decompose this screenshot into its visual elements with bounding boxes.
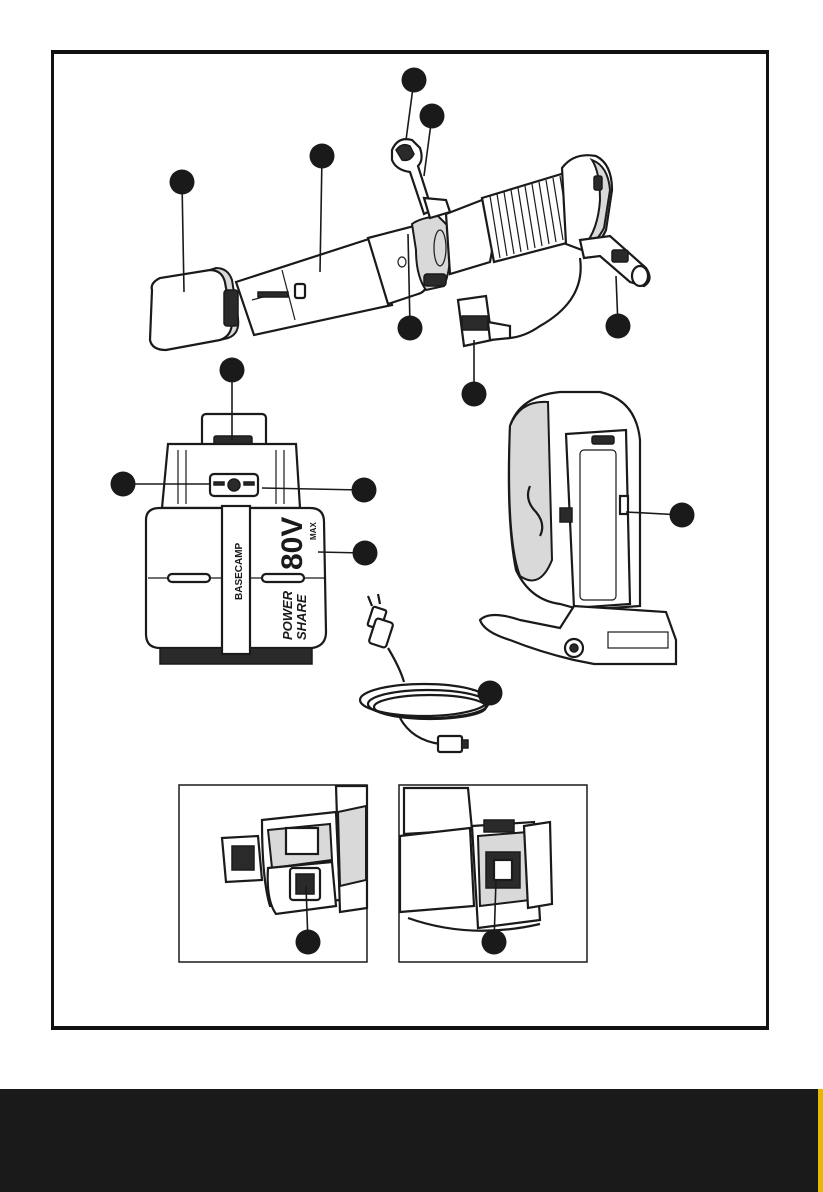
callout-15	[482, 930, 507, 955]
callout-9	[111, 472, 136, 497]
callout-2	[420, 104, 445, 129]
throttle-handle	[392, 139, 450, 218]
callout-8	[220, 358, 245, 383]
side-handle	[580, 236, 650, 286]
backpack-shoulder-strap	[509, 402, 552, 581]
backpack-frame	[480, 392, 676, 664]
battery-line2-label: SHARE	[294, 594, 309, 640]
callout-5	[398, 316, 423, 341]
battery-brand-label: BASECAMP	[234, 542, 245, 600]
callout-11	[353, 541, 378, 566]
nozzle	[150, 268, 238, 350]
straight-tube	[236, 238, 392, 335]
callout-3	[310, 144, 335, 169]
inset-left	[179, 785, 367, 962]
callout-7	[462, 382, 487, 407]
battery-line1-label: POWER	[280, 590, 295, 640]
connector-cable	[500, 258, 581, 338]
battery-voltage-label: 80V	[276, 517, 309, 570]
callout-6	[606, 314, 631, 339]
battery-max-label: MAX	[309, 522, 318, 540]
battery-pack: 80V MAX BASECAMP POWER SHARE	[146, 414, 326, 664]
callout-10	[352, 478, 377, 503]
backpack-mount-plate	[566, 430, 630, 608]
callout-4	[170, 170, 195, 195]
cable-plug	[458, 296, 510, 346]
callout-13	[478, 681, 503, 706]
power-cord	[360, 594, 488, 752]
footer-edge-accent	[818, 1089, 823, 1192]
footer-bar	[0, 1089, 818, 1192]
callout-12	[670, 503, 695, 528]
blower-tube-assembly	[150, 139, 650, 350]
callout-1	[402, 68, 427, 93]
callout-14	[296, 930, 321, 955]
battery-gauge-button	[228, 479, 240, 491]
